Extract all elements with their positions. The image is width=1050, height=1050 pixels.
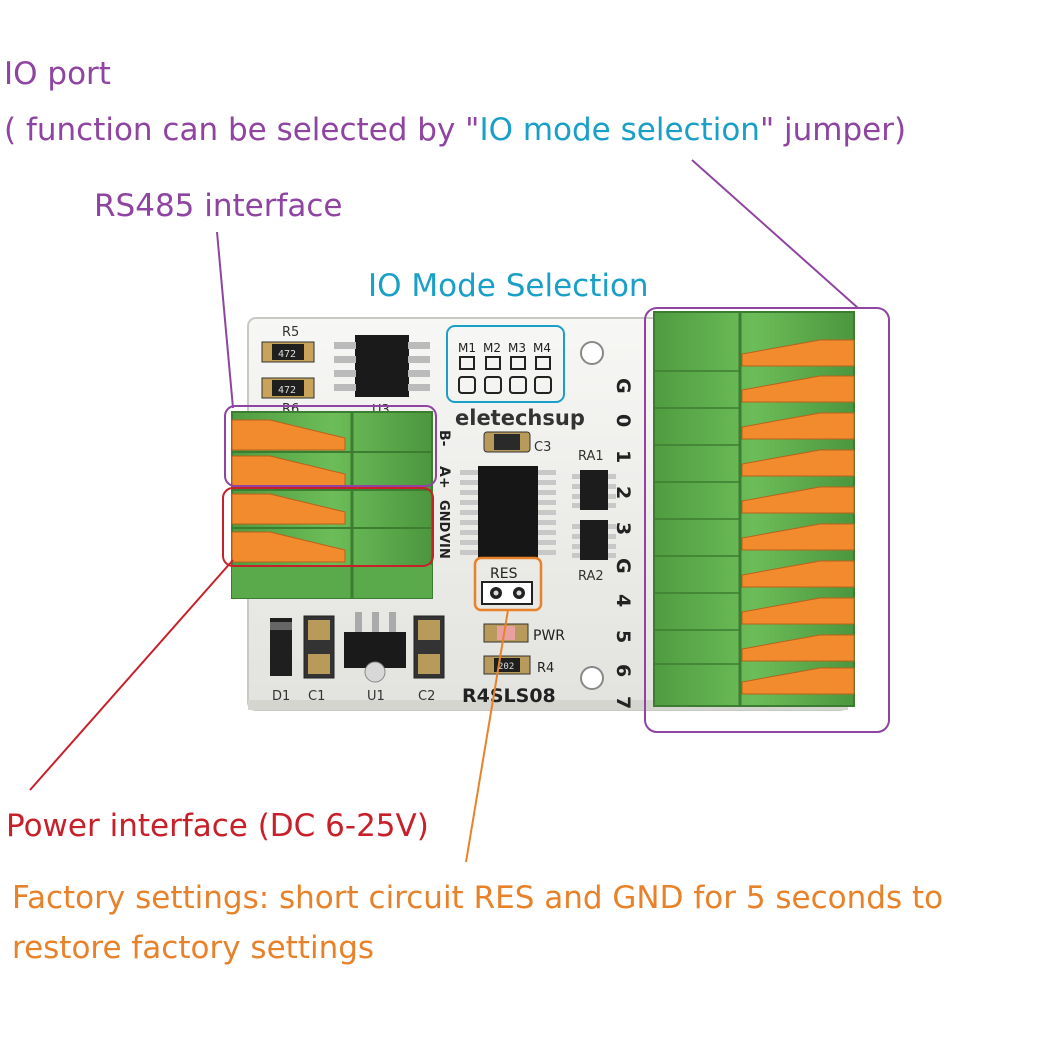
pin-label-b: B- [436, 430, 452, 447]
rs485-highlight-box [224, 405, 437, 487]
io-pin-label: 4 [612, 594, 634, 607]
pin-label-vin: VIN [436, 533, 451, 559]
right-terminal-block [653, 311, 855, 707]
pin-label-gnd: GND [436, 500, 451, 533]
jumper-m3: M3 [508, 341, 526, 355]
res-label: RES [490, 566, 518, 582]
u3-chip [355, 335, 409, 397]
io-port-desc-highlight: IO mode selection [479, 112, 760, 148]
pin-label-a: A+ [436, 466, 452, 489]
io-lever [741, 412, 855, 440]
io-lever [741, 667, 855, 695]
io-mode-jumper-pads: M1 M2 M3 M4 [458, 341, 552, 394]
main-ic [478, 466, 538, 558]
io-port-description: ( function can be selected by "IO mode s… [4, 112, 906, 148]
u1-label: U1 [367, 689, 385, 704]
mounting-hole [580, 666, 604, 690]
c2-label: C2 [418, 689, 435, 704]
lever-b [231, 419, 346, 451]
io-pin-label: 7 [612, 696, 634, 709]
io-lever [741, 449, 855, 477]
io-mode-highlight-box [446, 325, 565, 403]
io-pin-label: 5 [612, 630, 634, 643]
power-interface-label: Power interface (DC 6-25V) [6, 808, 429, 844]
pwr-label: PWR [533, 628, 565, 644]
io-pin-label: 0 [612, 414, 634, 427]
io-lever [741, 339, 855, 367]
r4-code: 202 [498, 662, 514, 672]
power-leader-line [29, 559, 234, 791]
lever-gnd [231, 493, 346, 525]
jumper-m1: M1 [458, 341, 476, 355]
jumper-m4: M4 [533, 341, 551, 355]
io-port-title: IO port [4, 56, 111, 92]
brand-label: eletechsup [455, 406, 585, 430]
io-pin-label: 2 [612, 486, 634, 499]
left-terminal-block [231, 411, 433, 599]
power-highlight-box [222, 487, 434, 567]
io-port-desc-prefix: ( function can be selected by " [4, 112, 480, 148]
c3-label: C3 [534, 440, 551, 455]
jumper-m2: M2 [483, 341, 501, 355]
rs485-label: RS485 interface [94, 188, 343, 224]
io-pin-label: 6 [612, 664, 634, 677]
io-lever [741, 486, 855, 514]
factory-settings-line2: restore factory settings [12, 930, 375, 966]
io-pin-label: G [612, 378, 634, 394]
io-mode-selection-label: IO Mode Selection [368, 268, 649, 304]
model-label: R4SLS08 [462, 685, 556, 707]
factory-leader-line [465, 609, 509, 863]
r5-code: 472 [278, 349, 296, 360]
factory-settings-line1: Factory settings: short circuit RES and … [12, 880, 944, 916]
lever-a [231, 455, 346, 487]
r4-label: R4 [537, 661, 554, 676]
io-pin-label: 3 [612, 522, 634, 535]
io-lever [741, 634, 855, 662]
io-lever [741, 375, 855, 403]
c1-label: C1 [308, 689, 325, 704]
io-pin-label: G [612, 558, 634, 574]
io-lever [741, 597, 855, 625]
io-port-highlight-box [644, 307, 890, 733]
r5-label: R5 [282, 325, 299, 340]
io-pin-label: 1 [612, 450, 634, 463]
lever-vin [231, 531, 346, 563]
ra2-label: RA2 [578, 569, 604, 584]
io-port-desc-suffix: " jumper) [759, 112, 907, 148]
d1-label: D1 [272, 689, 290, 704]
rs485-leader-line [216, 231, 234, 409]
io-port-leader-line [691, 159, 859, 309]
r6-code: 472 [278, 385, 296, 396]
ra1-label: RA1 [578, 449, 604, 464]
mounting-hole [580, 341, 604, 365]
io-lever [741, 560, 855, 588]
io-pin-labels: G 0 1 2 3 G 4 5 6 7 [612, 378, 634, 709]
io-lever [741, 523, 855, 551]
